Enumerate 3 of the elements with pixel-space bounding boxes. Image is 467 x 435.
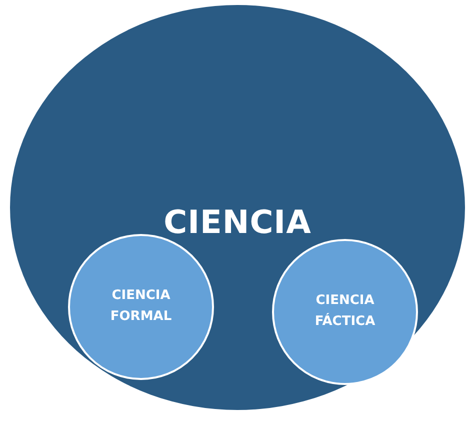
circle-label: CIENCIA FORMAL xyxy=(109,287,173,326)
circle-label: CIENCIA FÁCTICA xyxy=(314,292,376,331)
circle-title: CIENCIA xyxy=(162,203,312,241)
